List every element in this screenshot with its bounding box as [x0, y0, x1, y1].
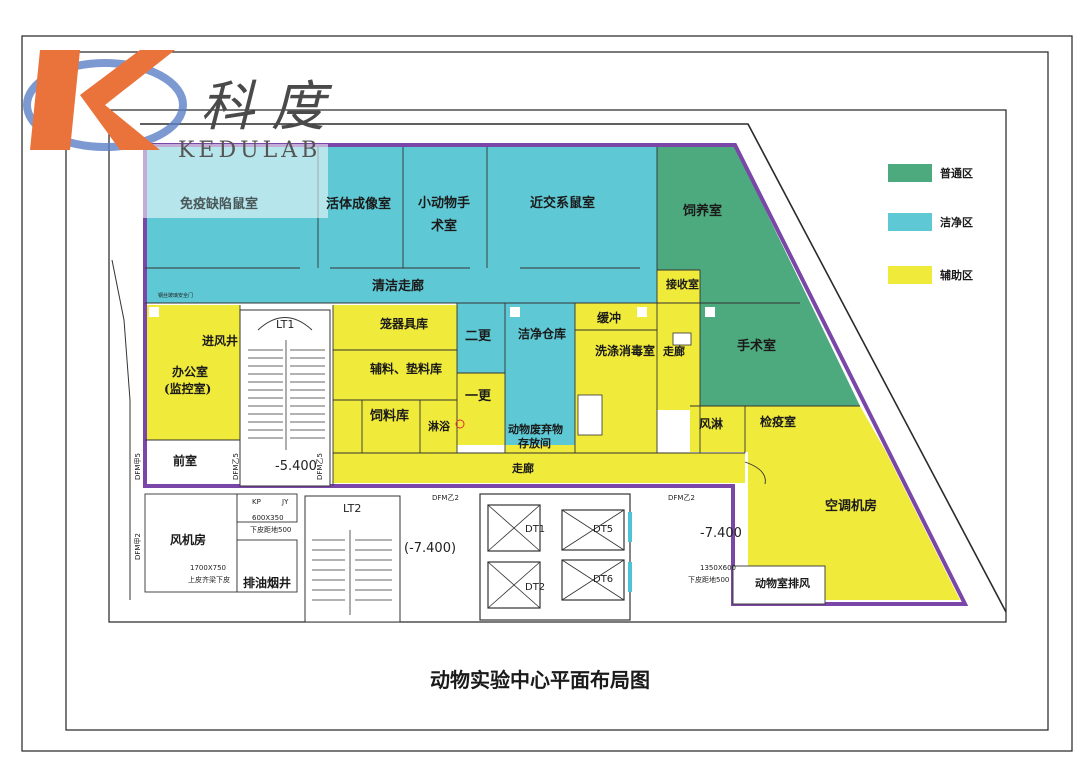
dfm-label-6: DFM甲2 — [134, 533, 142, 560]
curved-road — [111, 259, 131, 600]
room-imaging: 活体成像室 — [326, 196, 391, 212]
inner-frame — [65, 51, 1049, 731]
kedulab-logo — [23, 50, 187, 151]
legend-label-clean: 洁净区 — [940, 215, 973, 229]
logo-chinese: 科 度 — [200, 75, 333, 138]
room-corridor-small: 走廊 — [662, 344, 685, 358]
duct-label-2b: 上皮齐梁下皮 — [188, 575, 230, 584]
legend: 普通区 洁净区 辅助区 — [888, 164, 973, 284]
auxiliary-zone — [145, 270, 960, 600]
legend-swatch-aux — [888, 266, 932, 284]
room-cage-storage: 笼器具库 — [379, 316, 428, 331]
duct-label-1b: 下皮距地500 — [250, 525, 291, 534]
legend-label-normal: 普通区 — [940, 166, 973, 180]
room-quarantine: 检疫室 — [760, 414, 796, 429]
dfm-label-3: DFM乙5 — [316, 453, 324, 480]
level-label-2: (-7.400) — [404, 541, 456, 556]
white-rooms — [145, 440, 240, 488]
diagram-title: 动物实验中心平面布局图 — [430, 668, 650, 692]
elevator-dt5-label: DT5 — [593, 524, 613, 535]
watermark-panel — [142, 144, 328, 218]
equipment-box — [577, 394, 603, 436]
room-buffer: 缓冲 — [597, 310, 621, 325]
room-waste-2: 存放间 — [518, 436, 551, 450]
wall-marker-1 — [149, 307, 159, 317]
room-air-shower: 风淋 — [699, 416, 723, 431]
stair-lt2 — [304, 495, 401, 623]
room-materials: 辅料、垫料库 — [370, 361, 442, 376]
lower-left-rooms — [144, 493, 826, 605]
room-waste-1: 动物废弃物 — [508, 422, 563, 436]
room-small-surgery-1: 小动物手 — [418, 195, 470, 211]
annotations: -5.400 (-7.400) -7.400 DFM甲5 DFM乙5 DFM乙5… — [134, 292, 742, 584]
floor-drain — [455, 419, 465, 429]
transfer-window — [672, 332, 692, 346]
stair-lt2-label: LT2 — [343, 502, 361, 515]
duct-label-2: 1700X750 — [190, 564, 226, 572]
level-label-1: -5.400 — [275, 459, 317, 474]
elevators — [479, 493, 632, 621]
room-inbred-mice: 近交系鼠室 — [530, 195, 595, 211]
room-receiving: 接收室 — [666, 277, 699, 291]
level-label-3: -7.400 — [700, 526, 742, 541]
elevator-dt6-label: DT6 — [593, 574, 613, 585]
room-intake-shaft: 进风井 — [202, 333, 238, 348]
room-front: 前室 — [173, 453, 197, 468]
room-surgery: 手术室 — [737, 338, 776, 354]
kp-label: KP — [252, 498, 261, 506]
room-immunodeficient: 免疫缺陷鼠室 — [180, 196, 258, 212]
elevator-dt2-label: DT2 — [525, 582, 545, 593]
wall-marker-4 — [705, 307, 715, 317]
room-labels: 免疫缺陷鼠室 活体成像室 小动物手 术室 近交系鼠室 饲养室 清洁走廊 接收室 … — [164, 195, 877, 593]
wall-marker-2 — [510, 307, 520, 317]
wall-marker-3 — [637, 307, 647, 317]
legend-swatch-clean — [888, 213, 932, 231]
room-breeding: 饲养室 — [682, 203, 722, 219]
room-hvac: 空调机房 — [825, 498, 877, 514]
room-clean-storage: 洁净仓库 — [518, 326, 566, 341]
room-office-2: (监控室) — [164, 381, 211, 396]
room-wash-disinfect: 洗涤消毒室 — [595, 343, 655, 358]
elevator-dt1-label: DT1 — [525, 524, 545, 535]
room-shower: 淋浴 — [428, 419, 451, 433]
duct-label-3: 1350X600 — [700, 564, 736, 572]
room-smoke-shaft: 排油烟井 — [243, 575, 291, 590]
building-outline — [140, 123, 1007, 613]
duct-label-1: 600X350 — [252, 514, 284, 522]
normal-zone — [657, 147, 860, 406]
room-feed-storage: 饲料库 — [369, 408, 409, 424]
room-small-surgery-2: 术室 — [430, 218, 457, 234]
jy-label: JY — [281, 498, 289, 506]
dfm-label-4: DFM乙2 — [432, 494, 459, 502]
room-second-change: 二更 — [465, 329, 492, 344]
room-clean-corridor: 清洁走廊 — [372, 278, 424, 294]
stair-lt1 — [239, 309, 331, 487]
outer-frame — [21, 35, 1073, 752]
door-note: 钢丝玻璃安全门 — [158, 292, 193, 299]
stair-lt1-label: LT1 — [276, 318, 294, 331]
dfm-label-1: DFM甲5 — [134, 453, 142, 480]
room-corridor: 走廊 — [511, 461, 534, 475]
room-office-1: 办公室 — [172, 364, 208, 379]
room-first-change: 一更 — [465, 389, 492, 404]
duct-label-3b: 下皮距地500 — [688, 575, 729, 584]
legend-swatch-normal — [888, 164, 932, 182]
room-fan: 风机房 — [170, 532, 206, 547]
door-swing — [744, 461, 766, 485]
logo-english: KEDULAB — [178, 138, 321, 163]
legend-label-aux: 辅助区 — [940, 268, 973, 282]
dfm-label-5: DFM乙2 — [668, 494, 695, 502]
dfm-label-2: DFM乙5 — [232, 453, 240, 480]
plan-border — [108, 109, 1007, 623]
room-animal-exhaust: 动物室排风 — [755, 576, 810, 590]
